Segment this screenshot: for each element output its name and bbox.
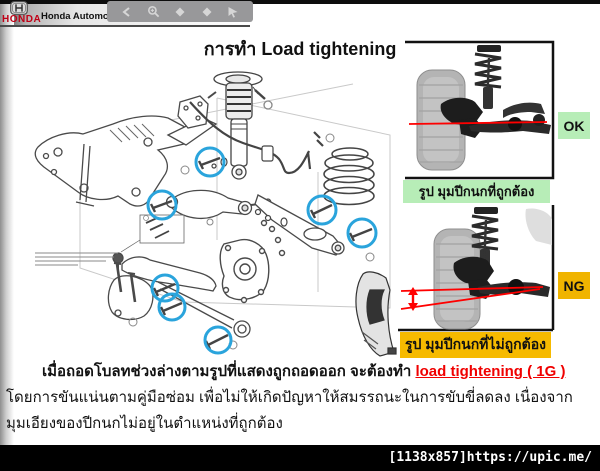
slide-left-shadow bbox=[0, 4, 14, 445]
bolt-highlight-circle bbox=[150, 273, 180, 303]
page-title: การทำ Load tightening bbox=[203, 39, 397, 59]
body-paragraph: เมื่อถอดโบลทช่วงล่างตามรูปที่แสดงถูกถอดอ… bbox=[6, 359, 596, 437]
lower-control-arm bbox=[254, 194, 345, 256]
bolt-highlight-circle bbox=[346, 217, 378, 249]
viewer-toolbar bbox=[107, 1, 253, 22]
coil-spring bbox=[323, 147, 375, 206]
bolt-highlight-circle bbox=[157, 292, 187, 322]
back-arrow-icon[interactable] bbox=[120, 5, 134, 19]
header-underline bbox=[0, 25, 250, 27]
incorrect-angle-lines bbox=[400, 286, 544, 310]
watermark-bar: [1138x857]https://upic.me/ bbox=[0, 445, 600, 471]
window-top-strip bbox=[0, 0, 600, 4]
header-bar bbox=[0, 0, 600, 27]
watermark-url: [1138x857]https://upic.me/ bbox=[388, 450, 593, 465]
strut-assembly bbox=[474, 45, 502, 109]
part-reference-markers bbox=[180, 165, 375, 350]
bolt-highlight-circle bbox=[203, 325, 233, 355]
bolt-highlight-circle bbox=[146, 189, 178, 221]
knuckle-hub bbox=[219, 219, 286, 304]
body-silhouette bbox=[525, 208, 552, 245]
bracket-plate bbox=[107, 262, 154, 327]
inset-detail-box bbox=[120, 214, 185, 253]
bolt-highlight-circle bbox=[194, 146, 226, 178]
diamond-icon[interactable] bbox=[173, 5, 187, 19]
panel-frame bbox=[398, 205, 555, 332]
panel-frame bbox=[405, 40, 555, 180]
ng-caption: รูป มุมปีกนกที่ไม่ถูกต้อง bbox=[400, 332, 551, 358]
zoom-magnifier-icon[interactable] bbox=[146, 5, 160, 19]
bolt-highlight-circles bbox=[146, 146, 378, 355]
fine-print-note bbox=[35, 252, 118, 266]
paragraph-line-2: โดยการขันแน่นตามคู่มือซ่อม เพื่อไม่ให้เก… bbox=[6, 389, 573, 406]
load-tightening-highlight: load tightening ( 1G ) bbox=[415, 363, 566, 380]
lower-link-arm bbox=[157, 281, 251, 338]
stabilizer-bar bbox=[189, 101, 335, 175]
ok-badge: OK bbox=[558, 112, 590, 139]
incorrect-angle-illustration bbox=[398, 205, 555, 333]
deviation-arrow bbox=[408, 287, 418, 311]
honda-h-logo-icon bbox=[10, 1, 28, 15]
ok-caption: รูป มุมปีกนกที่ถูกต้อง bbox=[403, 180, 550, 203]
ng-badge: NG bbox=[558, 272, 590, 299]
correct-angle-illustration bbox=[403, 40, 555, 182]
brake-caliper bbox=[355, 271, 397, 357]
damper-bracket bbox=[177, 91, 217, 129]
honda-wordmark: HONDA bbox=[2, 14, 42, 25]
highlighted-bolts bbox=[149, 156, 373, 350]
diamond-icon[interactable] bbox=[200, 5, 214, 19]
pointer-cursor-icon[interactable] bbox=[226, 5, 240, 19]
correct-angle-line bbox=[408, 121, 548, 125]
paragraph-line-1: เมื่อถอดโบลทช่วงล่างตามรูปที่แสดงถูกถอดอ… bbox=[42, 363, 566, 380]
paragraph-line-3: มุมเอียงของปีกนกไม่อยู่ในตำแหน่งที่ถูกต้… bbox=[6, 415, 283, 432]
suspension-exploded-diagram bbox=[18, 52, 400, 364]
bolt-highlight-circle bbox=[306, 194, 338, 226]
